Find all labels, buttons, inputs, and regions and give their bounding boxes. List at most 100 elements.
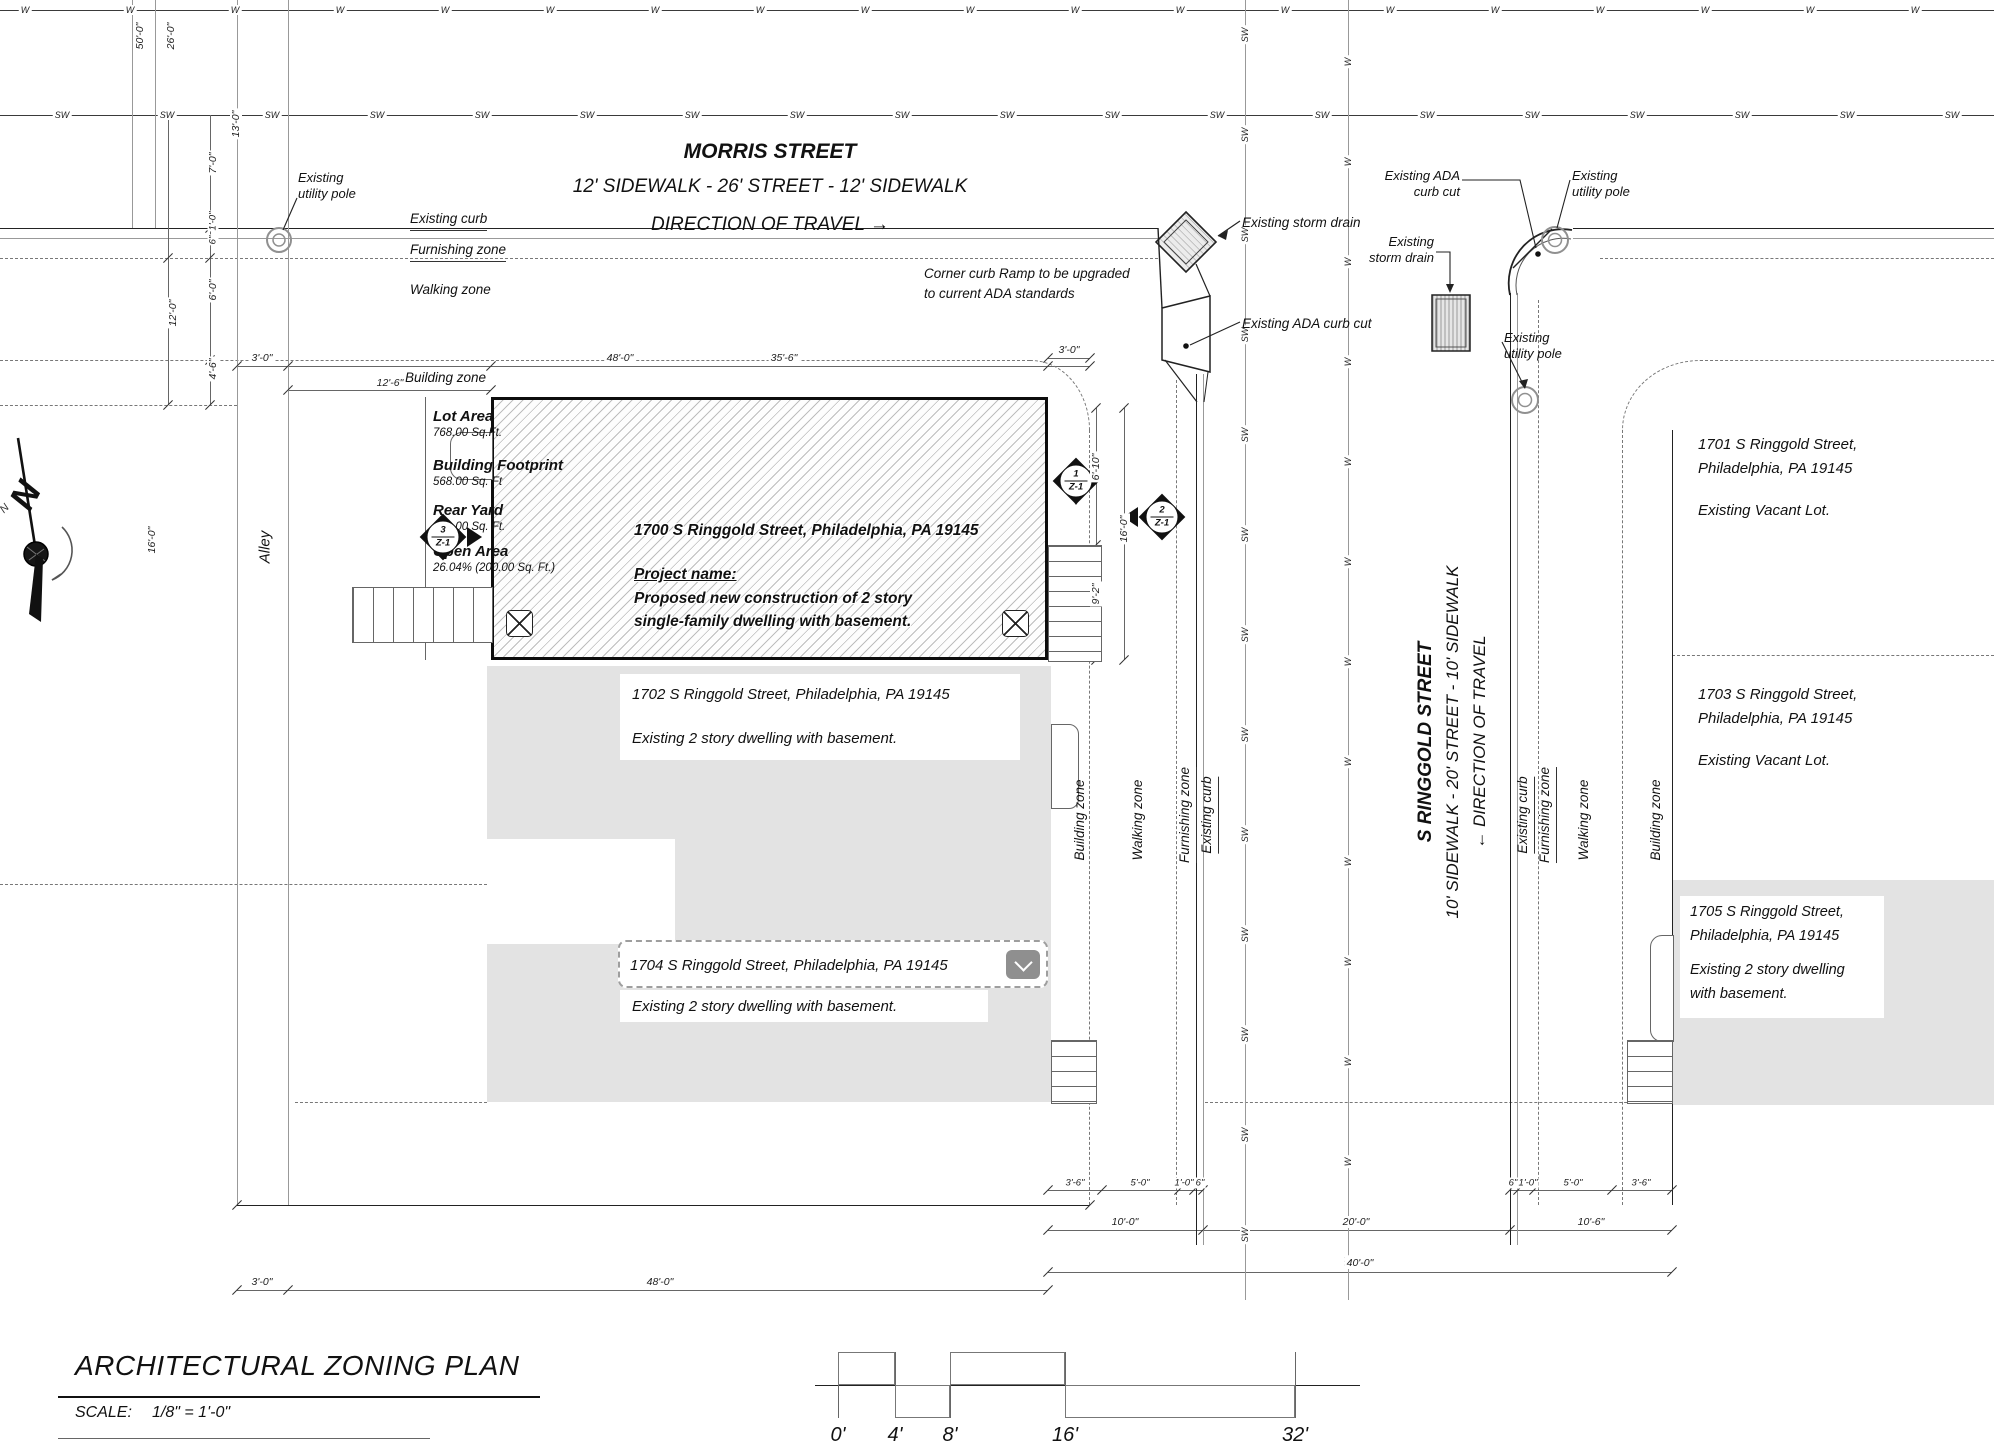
furnishing-zone-label-east: Furnishing zone [1535, 766, 1557, 864]
dim-16-0-alley: 16'-0" [146, 524, 158, 556]
plan-line [1048, 358, 1090, 359]
utility-line-marker: SW [682, 110, 702, 120]
parcel-1705-desc-line2: with basement. [1690, 986, 1788, 1002]
morris-direction-of-travel: DIRECTION OF TRAVEL → [651, 214, 889, 235]
plan-line [1672, 430, 1673, 1205]
utility-line-marker: W [1908, 5, 1922, 15]
plan-line [1622, 430, 1623, 1205]
ringgold-street-spec: 10' SIDEWALK - 20' STREET - 10' SIDEWALK [1443, 565, 1463, 919]
scale-tick-8: 8' [942, 1424, 958, 1446]
building-footprint-value: 568.00 Sq. Ft [433, 476, 503, 488]
morris-street-spec: 12' SIDEWALK - 26' STREET - 12' SIDEWALK [572, 176, 968, 197]
plan-line [1348, 0, 1349, 1300]
utility-line-marker: W [1068, 5, 1082, 15]
parcel-1704-address-field[interactable]: 1704 S Ringgold Street, Philadelphia, PA… [618, 940, 1048, 988]
plan-line [237, 366, 1090, 367]
existing-curb-label-east: Existing curb [1513, 776, 1535, 854]
utility-line-marker: SW [262, 110, 282, 120]
plan-line [0, 258, 1158, 259]
utility-line-marker: SW [892, 110, 912, 120]
plan-line [1203, 374, 1204, 1245]
dropdown-button[interactable] [1006, 950, 1040, 979]
corner-ramp-note-line2: to current ADA standards [924, 286, 1075, 301]
dim-26-0: 26'-0" [165, 20, 177, 52]
plan-line [838, 1352, 839, 1418]
building-zone-label-east: Building zone [1648, 779, 1663, 861]
building-zone-label-west: Building zone [1072, 779, 1087, 861]
utility-line-marker: W [333, 5, 347, 15]
rear-yard-label: Rear Yard [433, 502, 504, 519]
walking-zone-label-east: Walking zone [1576, 779, 1591, 861]
front-steps-1705 [1627, 1040, 1673, 1104]
utility-line-marker: W [1343, 1155, 1353, 1169]
dim-6-0: 6'-0" [207, 277, 219, 303]
parcel-1701-desc: Existing Vacant Lot. [1698, 502, 1831, 519]
parcel-1703-address-line2: Philadelphia, PA 19145 [1698, 710, 1853, 727]
dim-50-0: 50'-0" [134, 20, 146, 52]
utility-line-marker: SW [472, 110, 492, 120]
plan-line [132, 0, 133, 228]
dim-6in-left: 6" [207, 234, 219, 246]
plan-line [0, 884, 487, 885]
plan-line [237, 0, 238, 1205]
building-footprint-label: Building Footprint [433, 457, 563, 474]
plan-line [1510, 293, 1511, 1245]
dim-10-0-west-sidewalk: 10'-0" [1109, 1216, 1141, 1228]
parcel-1704-desc-box [620, 990, 988, 1022]
bay-window-1705 [1650, 935, 1674, 1042]
utility-line-marker: W [1803, 5, 1817, 15]
ringgold-street-name: S RINGGOLD STREET [1414, 641, 1436, 843]
parcel-1700-project-line2: single-family dwelling with basement. [634, 613, 912, 630]
utility-line-marker: SW [1732, 110, 1752, 120]
dim-5-0-e: 5'-0" [1562, 1177, 1584, 1189]
parcel-1702-address: 1702 S Ringgold Street, Philadelphia, PA… [632, 686, 950, 703]
parcel-1705-textbox [1680, 896, 1884, 1018]
plan-line [58, 1438, 430, 1439]
scale-bar-segment-8-16 [950, 1352, 1065, 1385]
utility-line-marker: SW [1240, 625, 1250, 645]
parcel-1703-desc: Existing Vacant Lot. [1698, 752, 1831, 769]
utility-line-marker: SW [52, 110, 72, 120]
utility-pole-west-graphic [266, 197, 298, 253]
utility-line-marker: W [1343, 955, 1353, 969]
plan-line [0, 238, 1158, 239]
utility-line-marker: SW [1240, 1025, 1250, 1045]
utility-line-marker: W [543, 5, 557, 15]
rear-stair-1700 [352, 587, 493, 643]
scale-bar-segment-16-32 [1065, 1385, 1295, 1418]
dim-1-0-e: 1'-0" [1517, 1177, 1539, 1189]
existing-curb-label-morris: Existing curb [410, 209, 488, 231]
utility-line-marker: SW [997, 110, 1017, 120]
bay-window-1700 [450, 432, 493, 480]
utility-line-marker: SW [1240, 125, 1250, 145]
plan-line [1205, 1102, 1672, 1103]
utility-line-marker: SW [1240, 1125, 1250, 1145]
parcel-1700-address: 1700 S Ringgold Street, Philadelphia, PA… [634, 522, 979, 539]
plan-line [1517, 293, 1518, 1245]
dim-6-10: 6'-10" [1090, 451, 1102, 483]
bay-window-1702 [1051, 724, 1079, 809]
storm-drain-label-west: Existing storm drain [1242, 215, 1361, 230]
plan-line [0, 115, 1994, 116]
plan-line [288, 0, 289, 1205]
utility-line-marker: SW [1240, 25, 1250, 45]
utility-line-marker: W [18, 5, 32, 15]
utility-line-marker: SW [1240, 1225, 1250, 1245]
parcel-1704-desc: Existing 2 story dwelling with basement. [632, 998, 898, 1015]
walking-zone-label-west: Walking zone [1130, 779, 1145, 861]
dim-13-0: 13'-0" [230, 108, 242, 140]
plan-line [0, 228, 1158, 229]
plan-line [58, 1396, 540, 1398]
intersection-detail-graphics [1154, 179, 1573, 414]
scale-bar-segment-0-4 [838, 1352, 895, 1385]
plan-line [1196, 374, 1197, 1245]
dim-alley-width: 3'-0" [249, 352, 275, 364]
parcel-1705-address-line2: Philadelphia, PA 19145 [1690, 928, 1840, 944]
utility-line-marker: SW [1942, 110, 1962, 120]
dim-4-6: 4'-6" [207, 356, 219, 382]
walking-zone-label-morris: Walking zone [410, 282, 491, 297]
